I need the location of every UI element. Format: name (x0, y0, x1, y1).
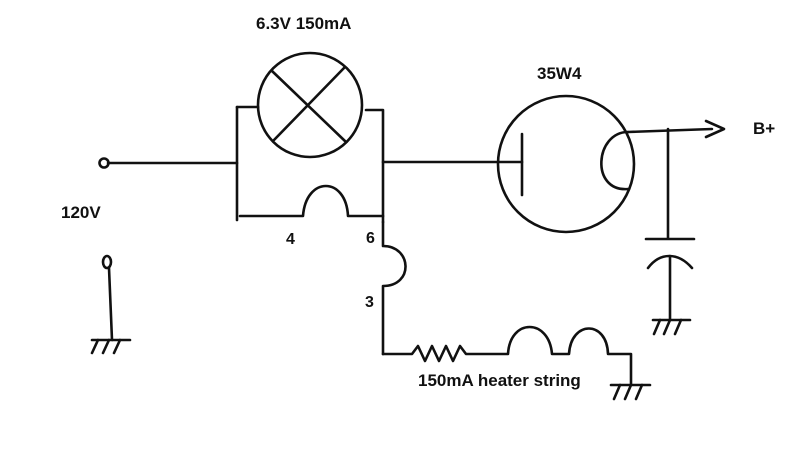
input-voltage-label: 120V (61, 203, 101, 222)
input-terminal-top (98, 157, 239, 169)
input-terminal-bottom (101, 254, 114, 342)
pin-6-label: 6 (366, 230, 375, 247)
ground-symbol-heater (609, 383, 652, 401)
pin-4-label: 4 (286, 231, 295, 248)
bplus-label: B+ (753, 119, 775, 138)
bplus-arrow (704, 119, 726, 139)
pilot-lamp-label: 6.3V 150mA (256, 14, 351, 33)
tube-label: 35W4 (537, 64, 582, 83)
filter-capacitor (644, 127, 696, 322)
rectifier-tube-35w4 (496, 94, 714, 234)
heater-string-label: 150mA heater string (418, 371, 581, 390)
pilot-lamp-circuit (235, 51, 385, 224)
heater-string (381, 325, 633, 387)
ground-symbol-capacitor (651, 318, 692, 336)
ground-symbol-left (90, 338, 132, 355)
pin-3-label: 3 (365, 294, 374, 311)
rectifier-heater (381, 220, 407, 356)
